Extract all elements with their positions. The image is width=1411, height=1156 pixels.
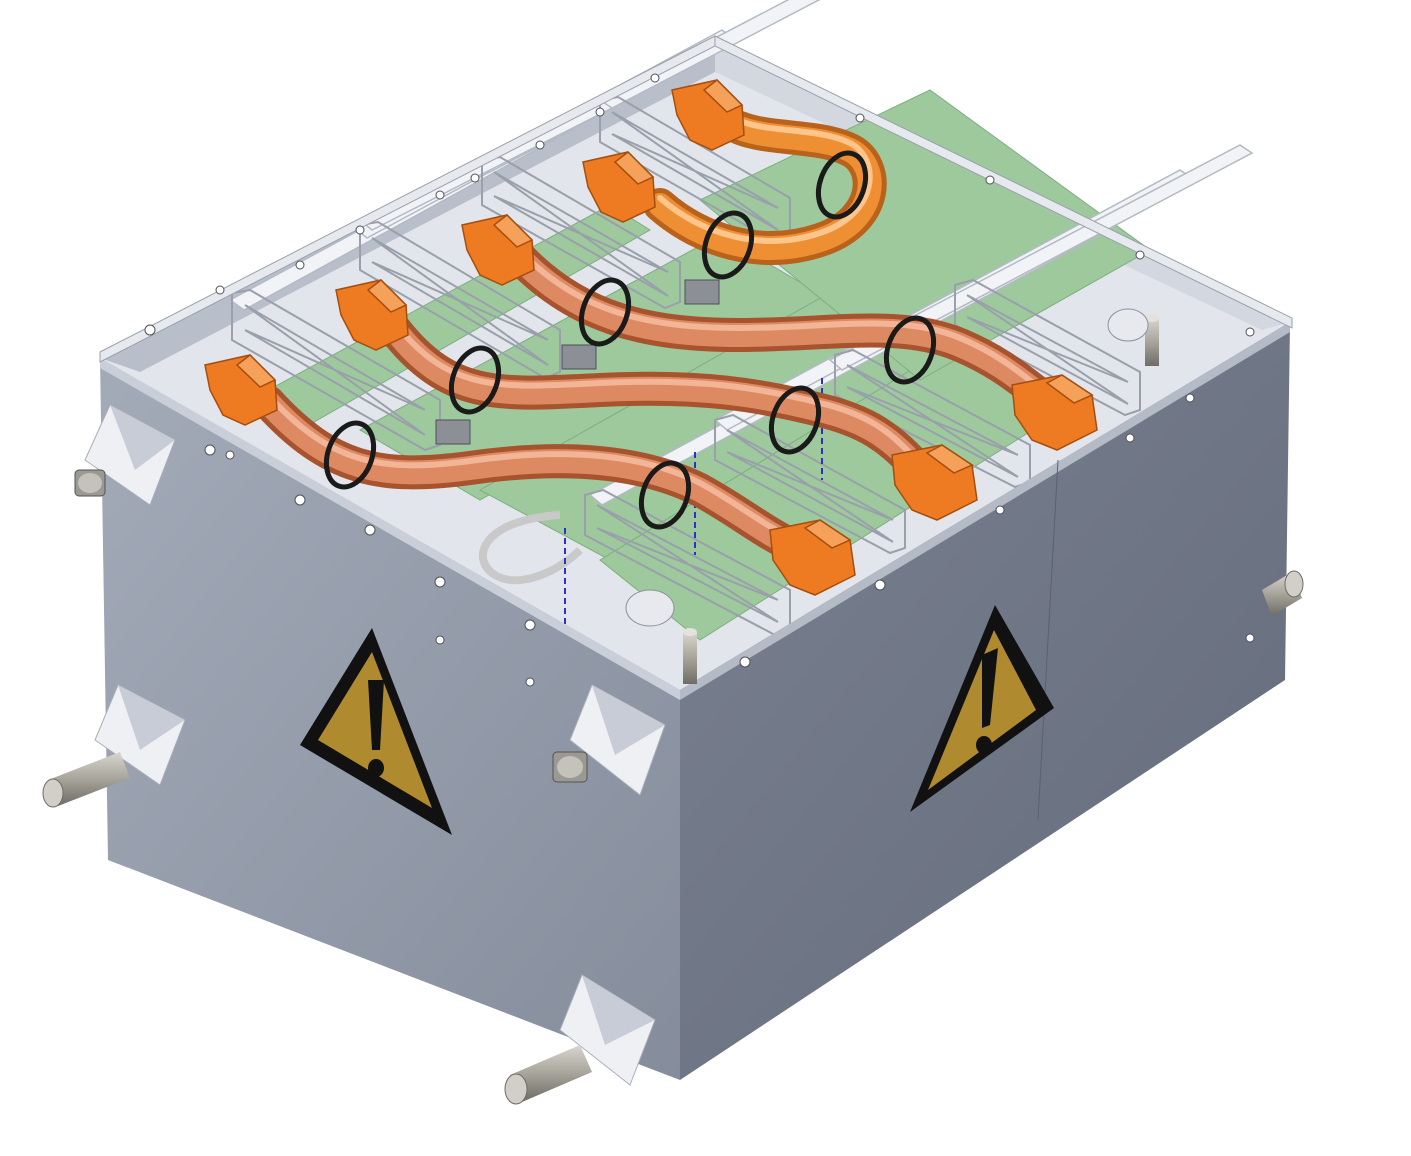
- cable-connector: [335, 279, 409, 351]
- cable-tie: [578, 277, 632, 347]
- mounting-hardware: [42, 404, 1304, 1105]
- cable-ties: [323, 150, 937, 530]
- separator-rails: [228, 0, 1254, 506]
- cable-connector: [891, 444, 978, 521]
- warning-label-front: [300, 628, 452, 835]
- clamp-frame: [231, 288, 441, 452]
- mounting-pin: [510, 1045, 592, 1102]
- side-seam: [1037, 459, 1059, 821]
- side-rim: [680, 322, 1290, 700]
- warning-label-side: [910, 605, 1054, 812]
- cable-tie: [883, 315, 937, 385]
- cable-connector: [461, 214, 535, 286]
- cable-connector: [204, 354, 278, 426]
- board-connector: [561, 344, 597, 370]
- board-connector: [684, 279, 720, 305]
- board-connectors: [435, 279, 720, 445]
- board-connector: [435, 419, 471, 445]
- cable-tie: [448, 345, 502, 415]
- cable-tie: [768, 385, 822, 455]
- cable-tie: [638, 460, 692, 530]
- cable-tie: [815, 150, 869, 220]
- separator-rail: [828, 144, 1254, 371]
- mounting-bracket: [74, 404, 176, 506]
- sense-wire-loop: [478, 511, 583, 585]
- mounting-pin: [48, 752, 130, 806]
- cable-tie: [323, 420, 377, 490]
- cable-connector: [769, 519, 856, 596]
- mounting-bracket: [552, 684, 666, 796]
- cable-connector: [582, 151, 656, 223]
- back-right-rim: [714, 35, 1293, 329]
- terminal-post: [683, 632, 697, 684]
- mounting-bracket: [1262, 570, 1304, 616]
- cable-connector: [1011, 374, 1098, 451]
- rim-holes: [144, 73, 1255, 687]
- connectors: [204, 79, 1098, 596]
- cable-tie: [701, 210, 755, 280]
- terminal-block: [625, 589, 675, 627]
- clamp-frame: [714, 413, 906, 555]
- clamp-frame: [359, 220, 561, 380]
- cables: [251, 111, 1057, 567]
- terminal-post: [1145, 318, 1159, 366]
- terminal-posts: [625, 308, 1159, 684]
- terminal-block: [1107, 308, 1149, 342]
- front-rim: [100, 358, 680, 700]
- mounting-bracket: [504, 974, 656, 1105]
- cable-connector: [671, 79, 745, 151]
- mounting-bracket: [42, 684, 186, 808]
- housing: [99, 0, 1293, 1080]
